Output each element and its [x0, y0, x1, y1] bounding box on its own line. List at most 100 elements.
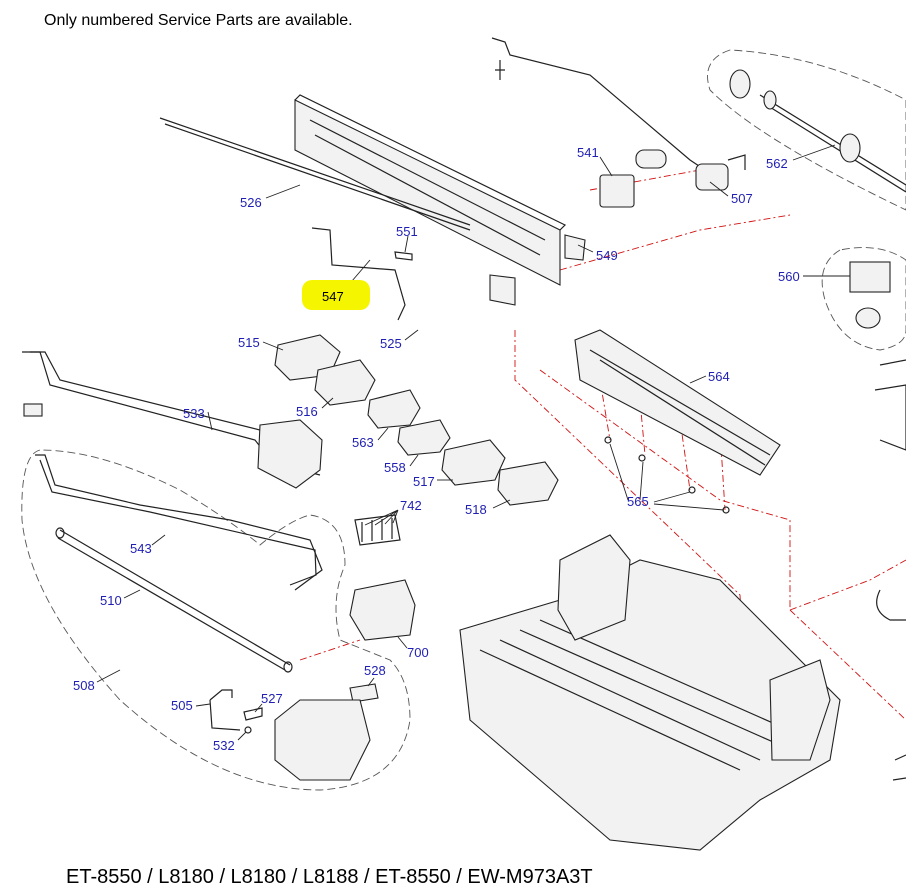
- bracket-551: [394, 251, 413, 261]
- part-label-541: 541: [577, 145, 599, 160]
- leader-527: [254, 703, 263, 713]
- exploded-parts-diagram: 526 551 547 541 507 562 549 560 515 525 …: [21, 37, 906, 851]
- part-label-525: 525: [380, 336, 402, 351]
- harness-cable: [491, 37, 706, 171]
- part-label-518: 518: [465, 502, 487, 517]
- belt-510-end: [283, 661, 293, 673]
- printer-base-assembly: [459, 534, 841, 851]
- part-700: [349, 579, 416, 641]
- leader-551: [404, 235, 409, 253]
- leader-508: [96, 669, 121, 683]
- holder-518: [497, 461, 559, 506]
- harness-cable-end: [495, 60, 505, 80]
- group-outline-560: [821, 247, 906, 351]
- leader-526: [265, 184, 301, 199]
- part-549: [489, 234, 586, 306]
- part-label-516: 516: [296, 404, 318, 419]
- leader-562: [792, 144, 836, 161]
- leader-510: [123, 589, 141, 599]
- right-edge-part: [876, 589, 906, 621]
- rail-564: [574, 329, 781, 476]
- part-label-528: 528: [364, 663, 386, 678]
- part-527: [243, 707, 263, 721]
- belt-510-end: [55, 527, 65, 539]
- leader-515: [262, 341, 284, 351]
- leader-564: [689, 375, 707, 384]
- housing-lower: [274, 699, 371, 781]
- leader-518: [492, 499, 511, 509]
- reference-line: [299, 639, 361, 661]
- leader-507: [709, 181, 729, 197]
- group-outline-left: [21, 449, 411, 791]
- right-edge-part: [892, 754, 906, 781]
- part-label-510: 510: [100, 593, 122, 608]
- part-label-551: 551: [396, 224, 418, 239]
- part-532: [244, 726, 252, 734]
- part-label-526: 526: [240, 195, 262, 210]
- part-label-547: 547: [322, 289, 344, 304]
- part-label-558: 558: [384, 460, 406, 475]
- part-label-532: 532: [213, 738, 235, 753]
- part-label-508: 508: [73, 678, 95, 693]
- part-label-549: 549: [596, 248, 618, 263]
- reference-line: [789, 559, 906, 611]
- reference-line: [789, 609, 906, 721]
- part-label-543: 543: [130, 541, 152, 556]
- group-outline-shaft: [707, 49, 906, 211]
- service-parts-note: Only numbered Service Parts are availabl…: [44, 12, 353, 29]
- leader-700: [397, 636, 408, 649]
- flat-cable-543-b: [39, 459, 317, 586]
- leader-549: [577, 244, 594, 253]
- leader-532: [237, 731, 247, 741]
- right-edge-part: [874, 359, 906, 451]
- leader-742: [364, 509, 399, 526]
- leader-505: [195, 703, 211, 707]
- part-label-563: 563: [352, 435, 374, 450]
- leader-563: [377, 427, 389, 441]
- part-label-560: 560: [778, 269, 800, 284]
- leader-516: [321, 397, 334, 409]
- part-label-527: 527: [261, 691, 283, 706]
- part-label-700: 700: [407, 645, 429, 660]
- screws-565: [604, 436, 730, 514]
- leader-543: [151, 534, 166, 546]
- part-560: [849, 261, 891, 329]
- leader-558: [409, 454, 419, 467]
- part-label-533: 533: [183, 406, 205, 421]
- guide-rod-526-b: [164, 123, 471, 231]
- shaft-562: [729, 69, 906, 193]
- holder-563: [367, 389, 421, 429]
- part-label-565: 565: [627, 494, 649, 509]
- model-list: ET-8550 / L8180 / L8180 / L8188 / ET-855…: [66, 866, 593, 888]
- belt-510: [57, 529, 291, 671]
- reference-line: [559, 214, 791, 271]
- part-528: [349, 683, 379, 703]
- motor-507: [695, 154, 746, 191]
- part-label-562: 562: [766, 156, 788, 171]
- flat-cable-533-b: [22, 351, 291, 486]
- flat-cable-543: [35, 454, 323, 591]
- part-label-505: 505: [171, 698, 193, 713]
- part-541: [599, 149, 667, 208]
- leader-565: [609, 443, 725, 511]
- highlight-547: [302, 280, 370, 310]
- part-label-742: 742: [400, 498, 422, 513]
- reference-line: [599, 379, 726, 511]
- holder-558: [397, 419, 451, 456]
- box-533: [257, 419, 323, 489]
- cable-end-533: [23, 403, 43, 417]
- leader-541: [599, 156, 613, 177]
- leader-528: [367, 677, 375, 687]
- holder-517: [441, 439, 506, 486]
- part-label-515: 515: [238, 335, 260, 350]
- carriage-frame: [294, 94, 567, 286]
- part-505: [209, 689, 241, 731]
- guide-rod-526: [159, 117, 471, 226]
- part-742: [354, 514, 401, 546]
- part-label-507: 507: [731, 191, 753, 206]
- leader-533: [207, 411, 213, 431]
- reference-line: [539, 369, 791, 610]
- part-label-564: 564: [708, 369, 730, 384]
- part-label-517: 517: [413, 474, 435, 489]
- leader-525: [404, 329, 419, 341]
